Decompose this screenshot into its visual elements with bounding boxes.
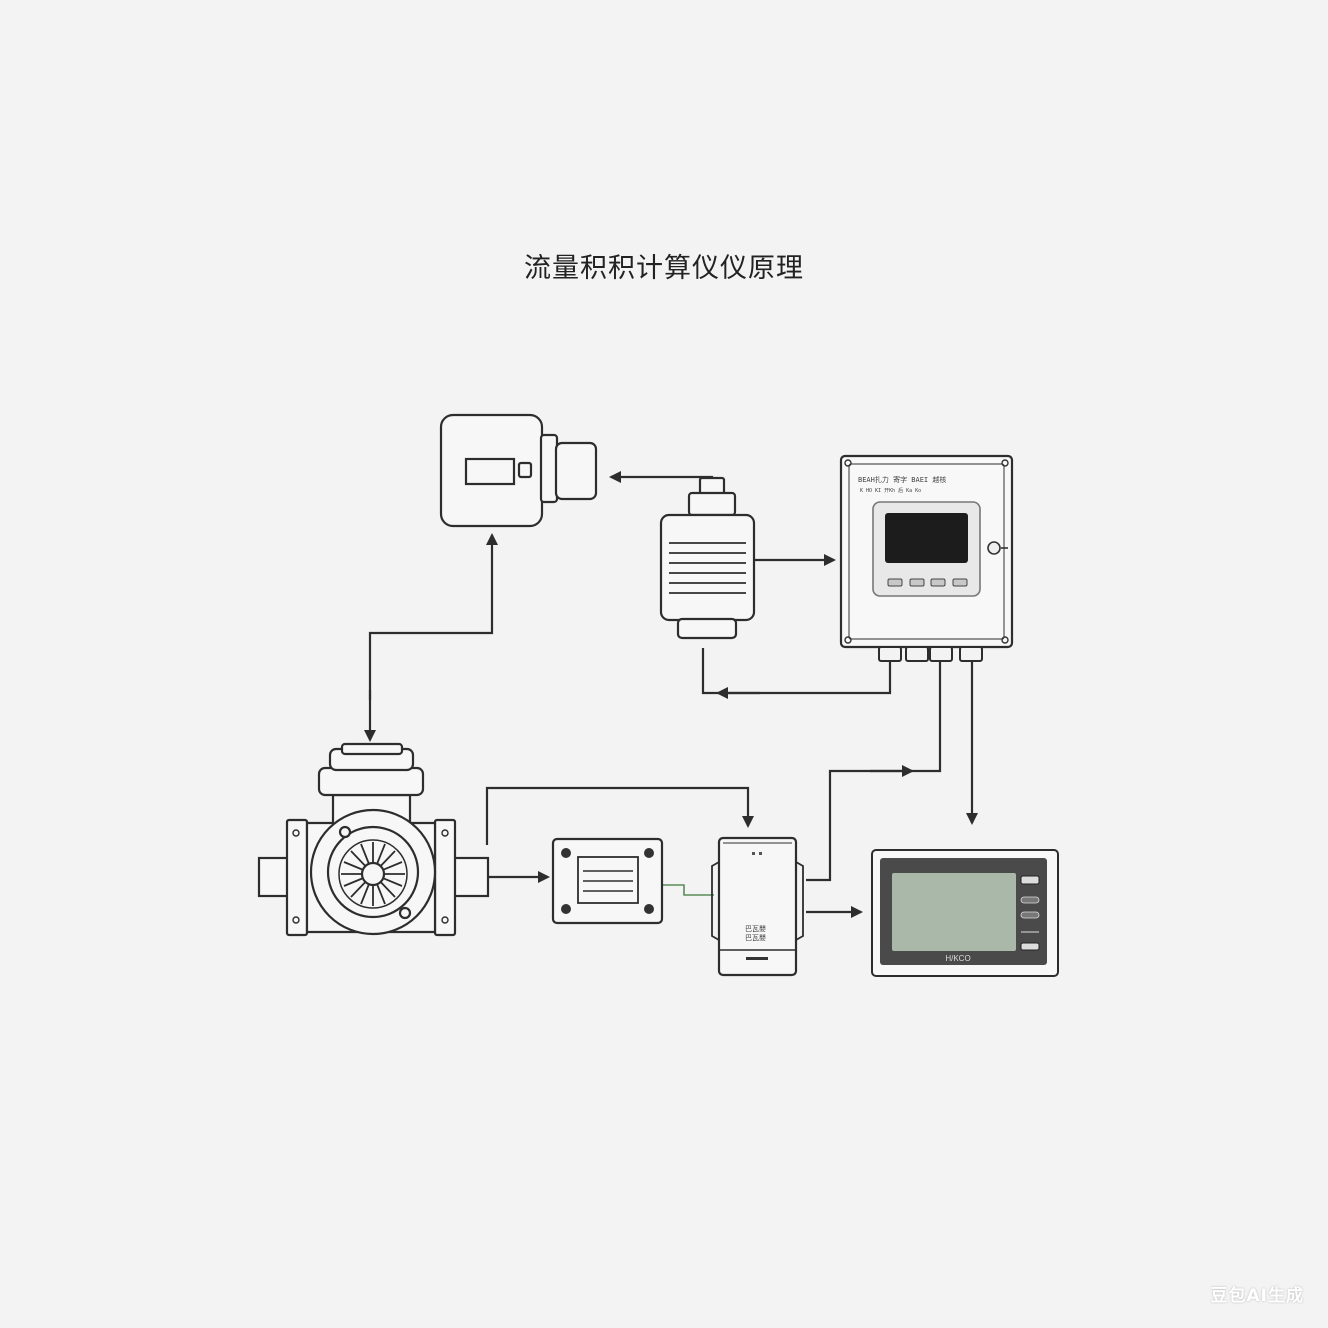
isolator-label-2: 巴瓦嬰	[745, 934, 766, 942]
flow-computer-icon	[839, 454, 1014, 662]
pulse-module-icon	[551, 837, 664, 925]
display-panel-icon	[871, 849, 1059, 977]
signal-converter-icon	[659, 476, 756, 640]
pressure-transmitter-icon	[439, 413, 598, 528]
line-converter-to-transmitter	[609, 471, 714, 493]
isolator-module-icon	[711, 836, 804, 977]
ai-watermark: 豆包AI生成	[1210, 1286, 1304, 1306]
turbine-flowmeter-icon	[257, 742, 490, 937]
line-flowmeter-to-isolator	[485, 786, 754, 845]
line-flowmeter-to-transmitter	[368, 533, 498, 700]
diagram-title: 流量积积计算仪仪原理	[524, 253, 804, 284]
controller-subheader-text: K HO KI 开Kh 后 Ka Ko	[860, 487, 921, 494]
isolator-label: 巴瓦嬰	[745, 925, 766, 933]
line-isolator-to-controller	[806, 662, 942, 882]
controller-header-text: BEAH扎力 寄字 BAEI 越核	[858, 475, 946, 484]
line-controller-to-converter	[701, 648, 892, 695]
display-brand-label: H/KCO	[945, 954, 970, 963]
